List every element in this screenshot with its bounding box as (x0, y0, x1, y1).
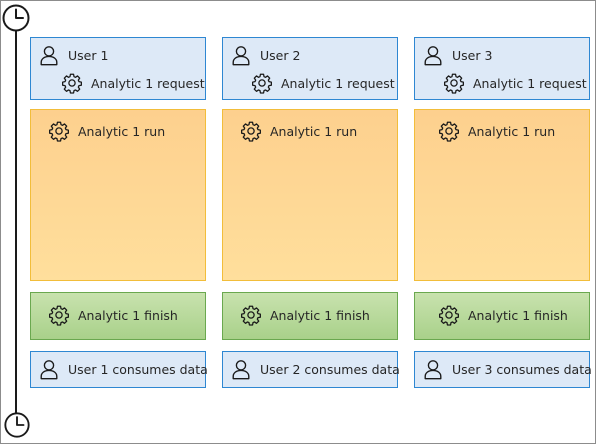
user-1-request-box: User 1 Analytic 1 request (30, 37, 206, 100)
run-label: Analytic 1 run (468, 123, 556, 139)
gear-icon (240, 120, 262, 142)
user-1-consumes-box: User 1 consumes data (30, 351, 208, 388)
gear-icon (438, 120, 460, 142)
clock-icon (1, 3, 31, 33)
user-3-request-box: User 3 Analytic 1 request (414, 37, 590, 100)
analytic-finish-box: Analytic 1 finish (414, 292, 590, 340)
user-icon (230, 358, 252, 380)
finish-label: Analytic 1 finish (270, 307, 370, 323)
analytic-run-box: Analytic 1 run (414, 109, 590, 281)
gear-icon (48, 120, 70, 142)
gear-icon (251, 72, 273, 94)
user-label: User 3 (452, 47, 493, 63)
gear-icon (443, 72, 465, 94)
user-2-request-box: User 2 Analytic 1 request (222, 37, 398, 100)
user-icon (38, 358, 60, 380)
request-label: Analytic 1 request (281, 75, 395, 91)
finish-label: Analytic 1 finish (468, 307, 568, 323)
user-icon (422, 44, 444, 66)
user-label: User 2 (260, 47, 301, 63)
consume-label: User 1 consumes data (68, 361, 208, 377)
gear-icon (48, 304, 70, 326)
analytic-finish-box: Analytic 1 finish (222, 292, 398, 340)
analytic-run-box: Analytic 1 run (30, 109, 206, 281)
gear-icon (240, 304, 262, 326)
gear-icon (438, 304, 460, 326)
user-label: User 1 (68, 47, 109, 63)
user-2-consumes-box: User 2 consumes data (222, 351, 400, 388)
consume-label: User 3 consumes data (452, 361, 592, 377)
user-icon (422, 358, 444, 380)
clock-icon (3, 411, 33, 441)
consume-label: User 2 consumes data (260, 361, 400, 377)
user-icon (38, 44, 60, 66)
gear-icon (61, 72, 83, 94)
run-label: Analytic 1 run (78, 123, 166, 139)
finish-label: Analytic 1 finish (78, 307, 178, 323)
user-3-consumes-box: User 3 consumes data (414, 351, 592, 388)
user-icon (230, 44, 252, 66)
analytic-finish-box: Analytic 1 finish (30, 292, 206, 340)
timeline-line (15, 30, 17, 414)
request-label: Analytic 1 request (473, 75, 587, 91)
run-label: Analytic 1 run (270, 123, 358, 139)
request-label: Analytic 1 request (91, 75, 205, 91)
analytic-run-box: Analytic 1 run (222, 109, 398, 281)
